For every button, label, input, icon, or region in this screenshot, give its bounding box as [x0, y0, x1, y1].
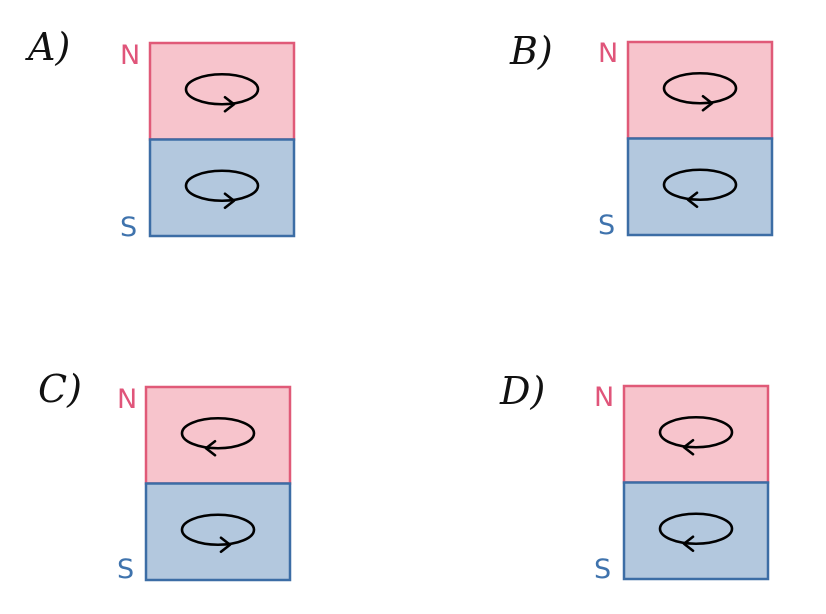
loop-arrow-right-icon	[701, 94, 714, 112]
south-pole-label: S	[594, 554, 611, 585]
north-pole-block	[144, 385, 292, 485]
south-pole-label: S	[117, 554, 134, 585]
option-b[interactable]: B) N S	[509, 29, 774, 241]
north-current-loop	[180, 416, 256, 457]
option-letter: B)	[509, 29, 553, 73]
north-pole-label: N	[120, 40, 140, 71]
south-pole-block	[148, 138, 296, 238]
north-pole-block	[148, 41, 296, 141]
south-current-loop	[658, 512, 734, 553]
north-pole-label: N	[117, 384, 137, 415]
option-c[interactable]: C) N S	[38, 367, 292, 585]
loop-arrow-right-icon	[223, 192, 236, 210]
loop-arrow-right-icon	[223, 95, 236, 113]
north-pole-block	[626, 40, 774, 140]
north-pole-label: N	[598, 38, 618, 69]
south-pole-block	[144, 482, 292, 582]
south-pole-label: S	[120, 212, 137, 243]
north-current-loop	[662, 71, 738, 112]
north-current-loop	[184, 72, 260, 113]
loop-arrow-left-icon	[686, 191, 699, 209]
loop-arrow-left-icon	[682, 438, 695, 456]
south-pole-block	[622, 481, 770, 581]
north-pole-block	[622, 384, 770, 484]
loop-arrow-left-icon	[682, 535, 695, 553]
south-pole-label: S	[598, 210, 615, 241]
loop-arrow-left-icon	[204, 439, 217, 457]
option-letter: D)	[499, 369, 545, 413]
option-letter: A)	[25, 25, 70, 69]
option-a[interactable]: A) N S	[25, 25, 296, 243]
north-pole-label: N	[594, 382, 614, 413]
option-d[interactable]: D) N S	[499, 369, 770, 585]
north-current-loop	[658, 415, 734, 456]
south-pole-block	[626, 137, 774, 237]
south-current-loop	[662, 168, 738, 209]
south-current-loop	[180, 513, 256, 554]
option-letter: C)	[38, 367, 82, 411]
south-current-loop	[184, 169, 260, 210]
loop-arrow-right-icon	[219, 536, 232, 554]
